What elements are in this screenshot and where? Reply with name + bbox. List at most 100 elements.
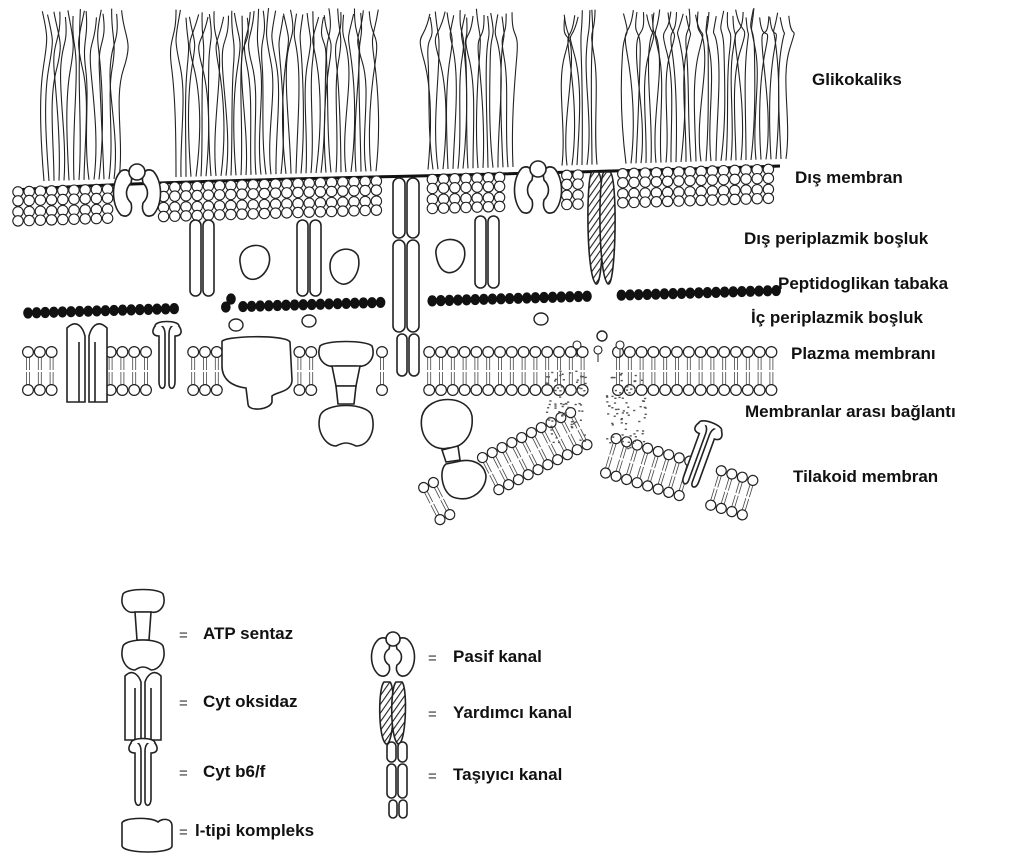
lipid-head	[102, 213, 112, 223]
lipid-head	[610, 470, 622, 482]
lipid-head	[483, 347, 494, 358]
peptidoglycan-bead	[226, 293, 236, 304]
peptidoglycan-bead	[427, 295, 437, 306]
lipid-head	[648, 347, 659, 358]
peptidoglycan-bead	[651, 289, 661, 300]
lipid-head	[461, 182, 471, 192]
lipid-head	[158, 211, 168, 221]
lipid-head	[766, 385, 777, 396]
lipid-head	[58, 214, 68, 224]
peptidoglycan-bead	[109, 305, 119, 316]
lipid-head	[707, 347, 718, 358]
lipid-head	[747, 474, 759, 486]
lipid-head	[631, 476, 643, 488]
peptidoglycan-bead	[453, 295, 463, 306]
lipid-head	[683, 347, 694, 358]
lipid-head	[459, 385, 470, 396]
peptidoglycan-bead	[513, 293, 523, 304]
peptidoglycan-bead	[548, 292, 558, 303]
peptidoglycan-bead	[169, 303, 179, 314]
peptidoglycan-bead	[677, 288, 687, 299]
lipid-head	[719, 347, 730, 358]
lipid-head	[69, 194, 79, 204]
peptidoglycan-bead	[668, 288, 678, 299]
lipid-head	[91, 193, 101, 203]
lipid-head	[349, 186, 359, 196]
peptidoglycan-bead	[720, 287, 730, 298]
peptidoglycan-bead	[255, 300, 265, 311]
peptidoglycan-bead	[298, 299, 308, 310]
lipid-head	[662, 486, 674, 498]
lipid-head	[461, 202, 471, 212]
legend-equals-sign: =	[428, 706, 437, 723]
lipid-head	[326, 206, 336, 216]
lipid-head	[685, 176, 695, 186]
label-inner-periplasmic-space: İç periplazmik boşluk	[751, 308, 923, 328]
lipid-head	[742, 347, 753, 358]
lipid-head	[294, 347, 305, 358]
l-type-complex-icon	[222, 337, 292, 409]
lipid-head	[306, 347, 317, 358]
lipid-head	[315, 207, 325, 217]
peptidoglycan-bead	[152, 304, 162, 315]
lipid-head	[226, 209, 236, 219]
lipid-head	[495, 347, 506, 358]
lipid-head	[424, 347, 435, 358]
peptidoglycan-bead	[496, 293, 506, 304]
legend-label-accessory-channel: Yardımcı kanal	[453, 703, 572, 723]
peptidoglycan-bead	[247, 301, 257, 312]
lipid-head	[192, 190, 202, 200]
lipid-head	[518, 385, 529, 396]
lipid-head	[641, 480, 653, 492]
lipid-head	[707, 385, 718, 396]
legend-label-transport-channel: Taşıyıcı kanal	[453, 765, 562, 785]
peptidoglycan-bead	[436, 295, 446, 306]
peptidoglycan-bead	[307, 299, 317, 310]
lipid-head	[565, 385, 576, 396]
lipid-head	[726, 505, 738, 517]
lipid-head	[696, 175, 706, 185]
lipid-head	[13, 216, 23, 226]
peptidoglycan-bead	[290, 299, 300, 310]
lipid-head	[447, 347, 458, 358]
lipid-head	[360, 205, 370, 215]
lipid-head	[438, 203, 448, 213]
lipid-head	[226, 189, 236, 199]
peptidoglycan-bead	[582, 291, 592, 302]
lipid-head	[554, 347, 565, 358]
lipid-head	[170, 211, 180, 221]
lipid-head	[730, 174, 740, 184]
lipid-head	[200, 385, 211, 396]
peptidoglycan-bead	[470, 294, 480, 305]
lipid-head	[181, 211, 191, 221]
lipid-head	[35, 215, 45, 225]
peptidoglycan-bead	[522, 292, 532, 303]
lipid-head	[259, 188, 269, 198]
peptidoglycan-bead	[556, 291, 566, 302]
peptidoglycan-bead	[531, 292, 541, 303]
lipid-head	[282, 188, 292, 198]
lipid-head	[636, 385, 647, 396]
lipid-head	[672, 385, 683, 396]
peptidoglycan-bead	[350, 298, 360, 309]
legend-atp-synthase-icon	[122, 590, 164, 671]
lipid-head	[117, 347, 128, 358]
transport-channel-icon	[393, 178, 419, 376]
legend-transport-channel-icon	[387, 742, 407, 818]
lipid-head	[651, 197, 661, 207]
lipid-head	[618, 178, 628, 188]
peptidoglycan-bead	[32, 307, 42, 318]
lipid-head	[629, 197, 639, 207]
lipid-head	[270, 188, 280, 198]
lipid-head	[730, 194, 740, 204]
lipid-head	[542, 385, 553, 396]
lipid-head	[170, 191, 180, 201]
lipid-head	[237, 189, 247, 199]
lipid-head	[673, 489, 685, 501]
lipid-head	[610, 432, 622, 444]
lipid-head	[188, 347, 199, 358]
lipid-head	[472, 182, 482, 192]
peptidoglycan-bead	[341, 298, 351, 309]
lipid-head	[660, 347, 671, 358]
legend-equals-sign: =	[179, 627, 188, 644]
